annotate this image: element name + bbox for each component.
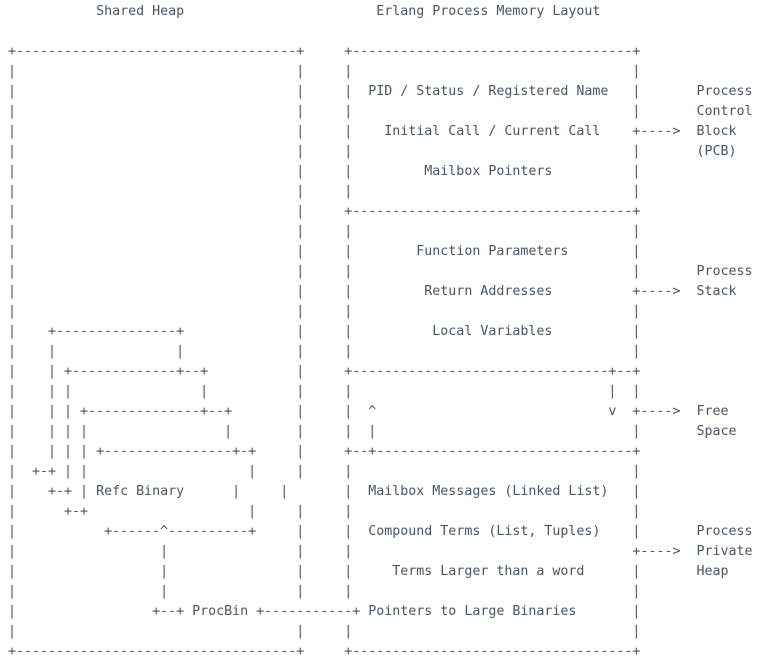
erlang-memory-layout-diagram: Shared Heap Erlang Process Memory Layout… xyxy=(8,4,753,659)
ascii-memory-diagram-page: Shared Heap Erlang Process Memory Layout… xyxy=(8,4,753,659)
